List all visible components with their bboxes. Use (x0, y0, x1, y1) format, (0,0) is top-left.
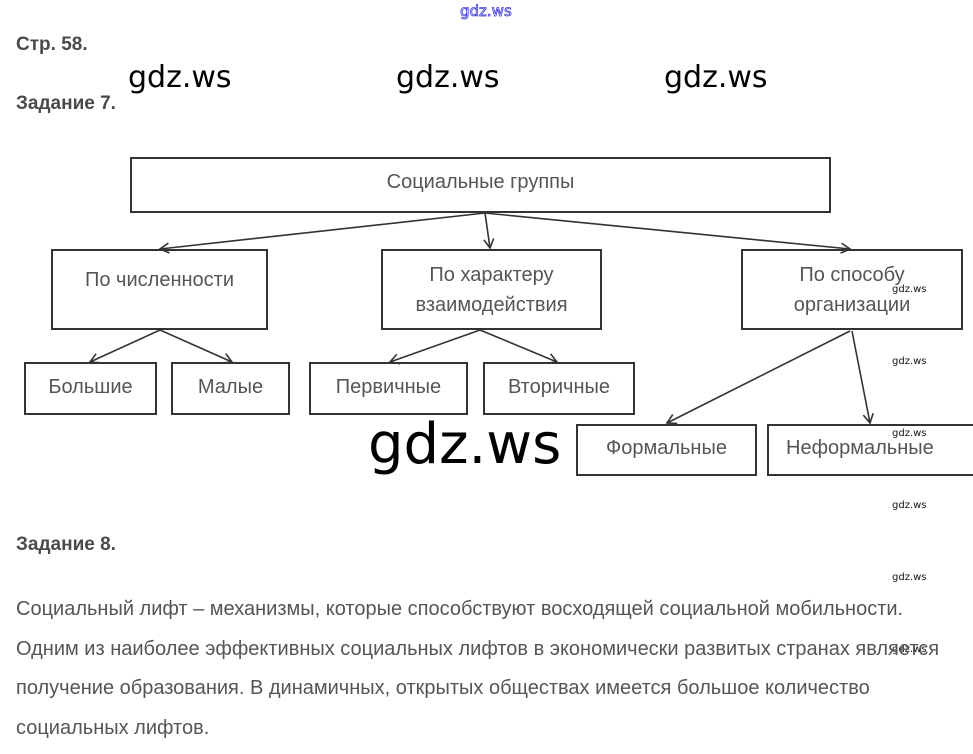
arrow (851, 330, 874, 425)
arrow (88, 329, 161, 364)
node-label: Малые (197, 376, 264, 398)
watermark: gdz.ws (128, 60, 232, 95)
leaf-node: Неформальные (767, 424, 973, 476)
task8-title: Задание 8. (16, 534, 116, 555)
watermark: gdz.ws (396, 60, 500, 95)
node-label: По численности (85, 269, 234, 291)
arrow (158, 212, 486, 254)
arrow (665, 330, 851, 425)
category-node: По способу организации (741, 249, 963, 330)
watermark: gdz.ws (892, 644, 927, 655)
leaf-node: Большие (24, 362, 157, 415)
node-label: Вторичные (508, 376, 610, 398)
node-label: Формальные (606, 437, 727, 459)
node-label: Социальные группы (386, 171, 575, 193)
watermark: gdz.ws (892, 500, 927, 511)
node-label: Неформальные (786, 437, 934, 459)
task7-title: Задание 7. (16, 93, 116, 114)
page-label: Стр. 58. (16, 34, 88, 55)
watermark: gdz.ws (892, 284, 927, 295)
task8-text: Социальный лифт – механизмы, которые спо… (16, 598, 940, 739)
category-node: По численности (51, 249, 268, 330)
leaf-node: Первичные (309, 362, 468, 415)
node-label: Первичные (335, 376, 442, 398)
watermark: gdz.ws (892, 356, 927, 367)
leaf-node: Вторичные (483, 362, 635, 415)
arrow (479, 329, 559, 364)
node-label: По характеру взаимодействия (415, 263, 568, 316)
category-node: По характеру взаимодействия (381, 249, 602, 330)
watermark: gdz.ws (664, 60, 768, 95)
node-label: По способу организации (793, 263, 911, 316)
watermark: gdz.ws (368, 412, 562, 477)
arrow (483, 212, 495, 250)
node-label: Большие (48, 376, 133, 398)
arrow (388, 329, 481, 365)
leaf-node: Формальные (576, 424, 757, 476)
root-node: Социальные группы (130, 157, 831, 213)
arrow (484, 212, 852, 254)
leaf-node: Малые (171, 362, 290, 415)
watermark: gdz.ws (892, 428, 927, 439)
arrow (159, 329, 234, 364)
watermark: gdz.ws (892, 572, 927, 583)
watermark-top: gdz.ws (460, 2, 513, 21)
